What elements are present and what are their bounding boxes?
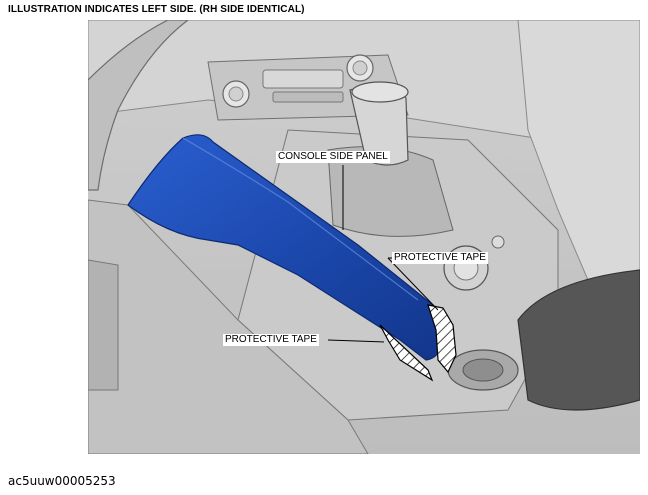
- figure-id: ac5uuw00005253: [8, 474, 116, 488]
- label-protective-tape-upper: PROTECTIVE TAPE: [392, 252, 488, 264]
- illustration-note: ILLUSTRATION INDICATES LEFT SIDE. (RH SI…: [8, 4, 305, 15]
- console-illustration: [88, 20, 640, 454]
- label-protective-tape-lower: PROTECTIVE TAPE: [223, 334, 319, 346]
- label-console-side-panel: CONSOLE SIDE PANEL: [276, 151, 390, 163]
- steering-wheel: [88, 20, 189, 191]
- leader-protective-tape-upper: [387, 257, 439, 311]
- protective-tape-lower-hatch: [379, 324, 434, 382]
- leader-protective-tape-lower: [327, 339, 385, 343]
- protective-tape-upper-hatch: [427, 304, 457, 374]
- armrest: [517, 269, 640, 411]
